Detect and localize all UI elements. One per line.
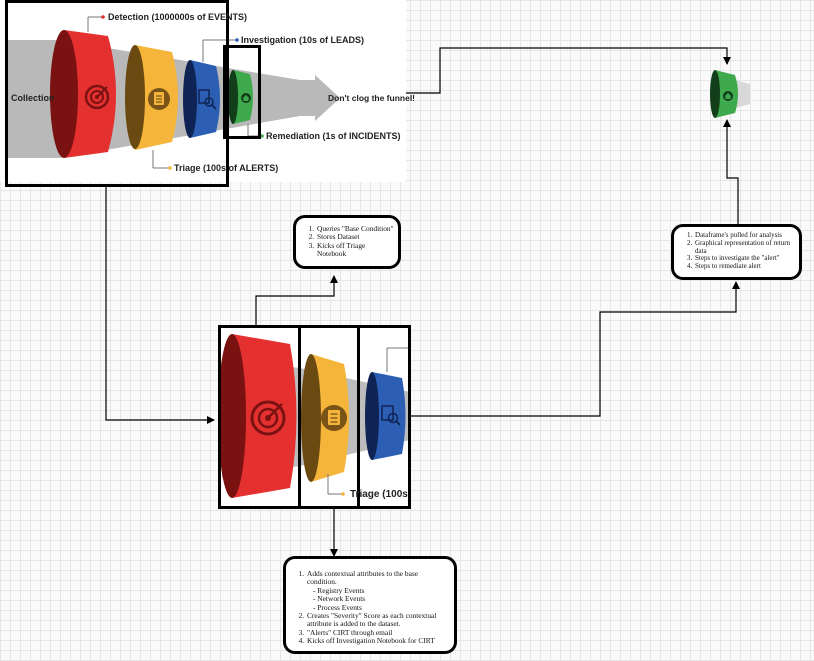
document-icon [148, 88, 170, 110]
top-funnel-frame [5, 0, 229, 187]
list-item: Adds contextual attributes to the base c… [306, 569, 448, 612]
magnifier-icon [198, 89, 217, 110]
query-note: Queries "Base Condition" Stores Dataset … [293, 215, 401, 269]
house-icon [241, 93, 251, 103]
remediation-highlight-frame [223, 45, 261, 139]
triage-note: Adds contextual attributes to the base c… [283, 556, 457, 654]
list-item: Steps to remediate alert [694, 262, 795, 271]
list-item-text: Adds contextual attributes to the base c… [307, 569, 419, 587]
detection-label: Detection (1000000s of EVENTS) [108, 12, 248, 22]
sub-item: - Registry Events [313, 585, 365, 595]
connector-top-to-remediation [406, 47, 731, 94]
triage-label: Triage (100s of ALERTS) [174, 163, 279, 173]
remediation-stage-graphic [710, 70, 750, 118]
bottom-investigation-frame [357, 325, 411, 509]
radar-icon [250, 400, 286, 436]
list-item: Steps to investigate the "alert" [694, 255, 795, 263]
list-item: Stores Dataset [316, 232, 394, 241]
investigation-label: Investigation (10s of LEADS) [241, 35, 365, 45]
query-note-list: Queries "Base Condition" Stores Dataset … [300, 224, 394, 259]
connector-funnel-to-query-note [255, 275, 338, 326]
triage-partial-label: Triage (100s [350, 489, 408, 500]
top-funnel-graphic [8, 15, 340, 170]
list-item: "Alerts" CIRT through email [306, 628, 448, 637]
connector-funnel-to-investigation-note [410, 281, 740, 417]
triage-note-list: Adds contextual attributes to the base c… [290, 569, 448, 646]
magnifier-icon [381, 405, 401, 426]
radar-icon [84, 84, 110, 110]
document-icon [321, 405, 347, 431]
remediation-label: Remediation (1s of INCIDENTS) [266, 131, 401, 141]
collection-label: Collection [11, 93, 55, 103]
house-icon [723, 91, 733, 101]
sub-item: - Network Events [313, 594, 366, 604]
list-item: Graphical representation of return data [694, 239, 795, 256]
bottom-funnel-graphic [218, 334, 410, 498]
investigation-note: Dataframe's pulled for analysis Graphica… [671, 224, 802, 280]
list-item: Dataframe's pulled for analysis [694, 231, 795, 240]
connectors [105, 47, 740, 557]
list-item: Queries "Base Condition" [316, 224, 394, 233]
connector-top-to-bottom [105, 186, 215, 424]
list-item: Kicks off Triage Notebook [316, 241, 394, 259]
tagline-label: Don't clog the funnel! [328, 93, 416, 103]
connector-note-to-remediation [723, 119, 739, 224]
list-item: Kicks off Investigation Notebook for CIR… [306, 636, 448, 645]
investigation-note-list: Dataframe's pulled for analysis Graphica… [678, 231, 795, 271]
sub-item: - Process Events [313, 602, 362, 612]
list-item: Creates "Severity" Score as each context… [306, 611, 448, 629]
